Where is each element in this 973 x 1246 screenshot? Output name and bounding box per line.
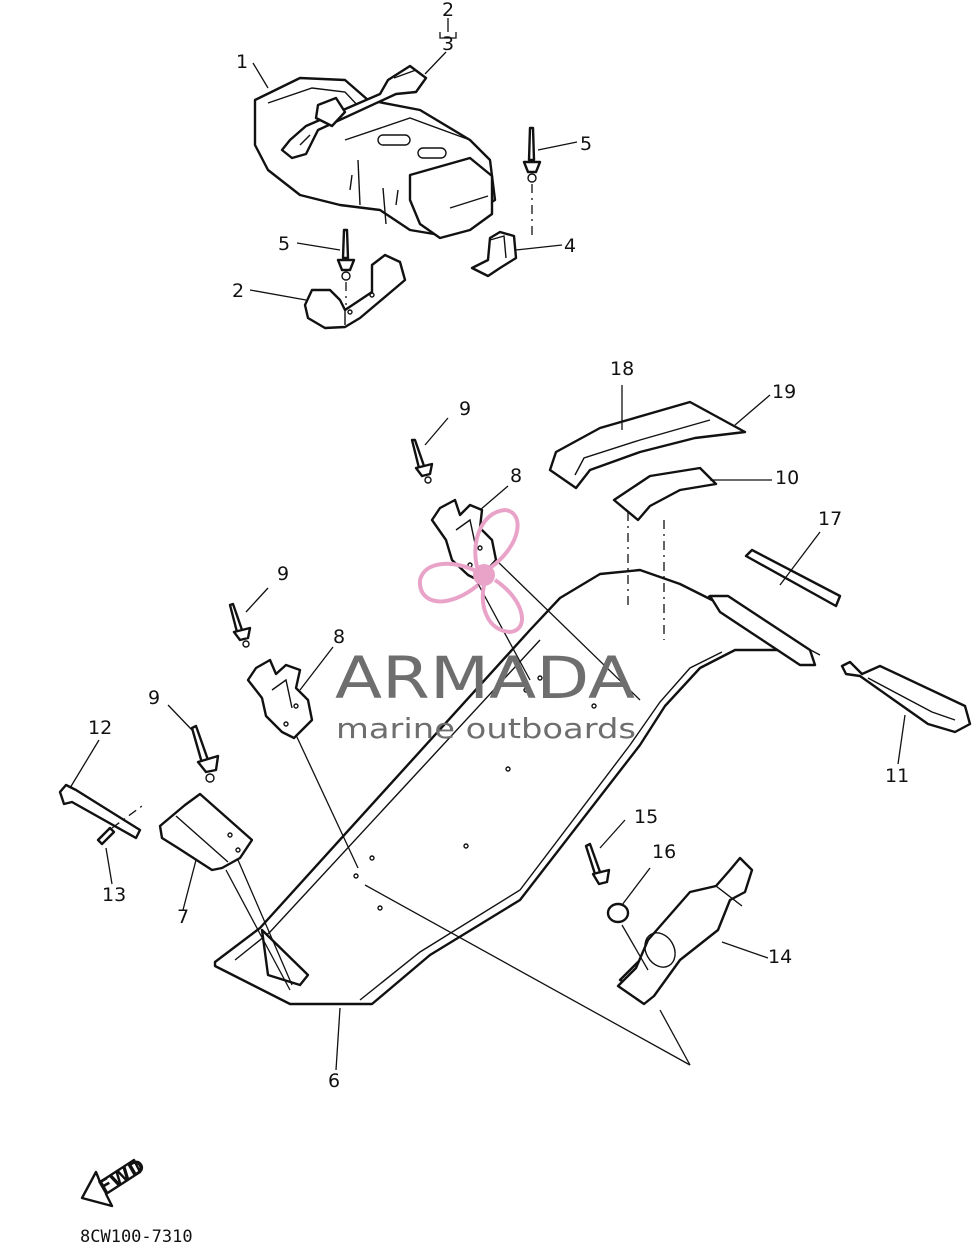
- part-13-clip: [96, 826, 116, 846]
- part-9-screw-mid: [228, 602, 252, 648]
- watermark-tagline: marine outboards: [336, 712, 636, 745]
- part-17-strip: [744, 548, 842, 608]
- label-16: 16: [652, 841, 676, 863]
- part-10-pad: [612, 466, 718, 522]
- label-9-mid: 9: [277, 563, 289, 585]
- propeller-logo-icon: [417, 507, 524, 635]
- label-13: 13: [102, 884, 126, 906]
- label-9-low: 9: [148, 687, 160, 709]
- label-17: 17: [818, 508, 842, 530]
- part-14-holder: [616, 856, 754, 1006]
- label-2-top: 2: [442, 0, 454, 21]
- watermark: ARMADA marine outboards: [335, 507, 636, 745]
- watermark-brand: ARMADA: [335, 644, 635, 712]
- label-19: 19: [772, 381, 796, 403]
- label-5-right: 5: [580, 133, 592, 155]
- label-8-mid: 8: [333, 626, 345, 648]
- label-11: 11: [885, 765, 909, 787]
- label-7: 7: [177, 906, 189, 928]
- label-5-left: 5: [278, 233, 290, 255]
- part-12-pin: [58, 783, 142, 840]
- part-5-screw-left: [336, 228, 356, 305]
- part-8-clamp-mid: [246, 658, 314, 740]
- label-10: 10: [775, 467, 799, 489]
- label-15: 15: [634, 806, 658, 828]
- label-8-top: 8: [510, 465, 522, 487]
- part-16-washer: [606, 902, 630, 924]
- part-15-screw: [584, 842, 611, 886]
- label-12: 12: [88, 717, 112, 739]
- label-3: 3: [442, 33, 454, 55]
- label-6: 6: [328, 1070, 340, 1092]
- fwd-arrow-icon: FWD: [80, 1155, 149, 1208]
- part-7-hinge: [158, 792, 254, 872]
- drawing-code: 8CW100-7310: [80, 1227, 193, 1246]
- part-9-screw-top: [410, 438, 434, 484]
- label-18: 18: [610, 358, 634, 380]
- label-2-bracket: 2: [232, 280, 244, 302]
- part-1-strap: [280, 64, 428, 160]
- part-11-handle: [840, 660, 972, 734]
- part-9-screw-low: [190, 724, 220, 783]
- fwd-text: FWD: [95, 1155, 149, 1199]
- part-2-holder: [303, 253, 407, 330]
- part-4-clip: [470, 230, 518, 278]
- label-1: 1: [236, 51, 248, 73]
- label-9-top: 9: [459, 398, 471, 420]
- part-5-screw-right: [522, 126, 542, 240]
- label-4: 4: [564, 235, 576, 257]
- label-14: 14: [768, 946, 792, 968]
- part-18-19-pad: [548, 400, 747, 490]
